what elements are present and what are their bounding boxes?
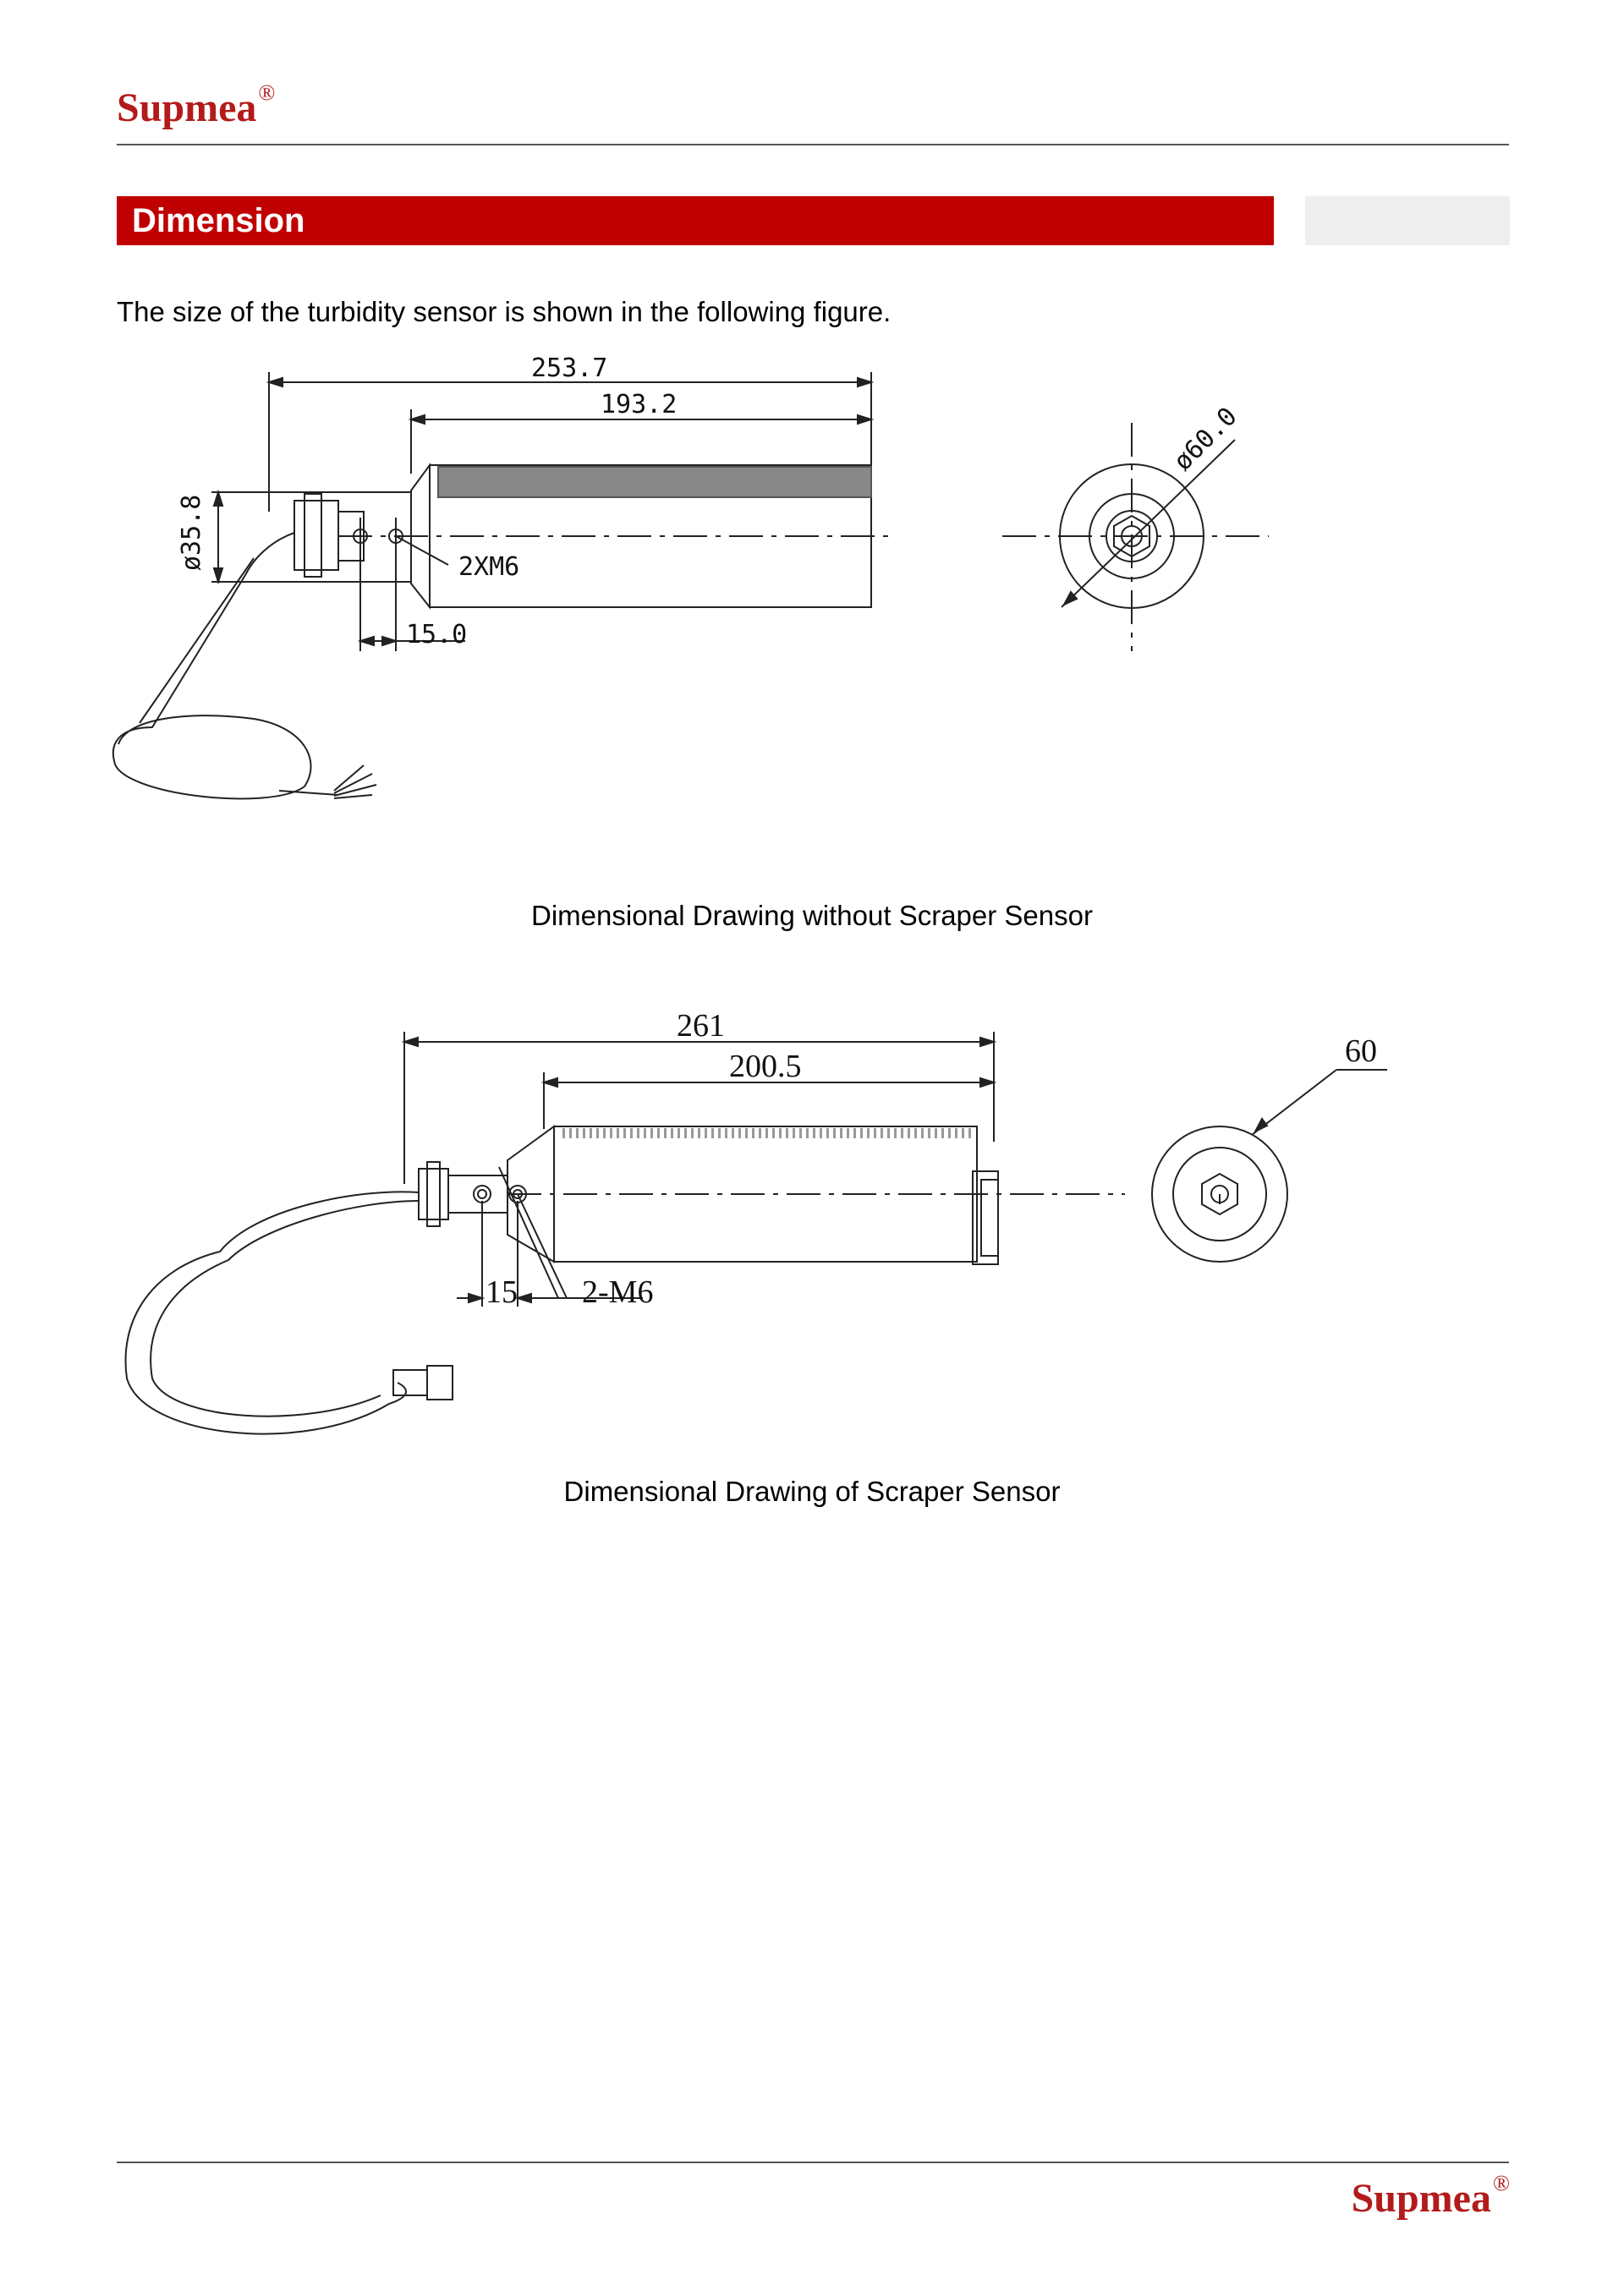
brand-logo-text: Supmea — [117, 85, 257, 130]
brand-logo-footer: Supmea® — [1351, 2170, 1510, 2222]
cable-2 — [124, 1191, 420, 1435]
figure-caption-with-scraper: Dimensional Drawing of Scraper Sensor — [563, 1476, 1061, 1507]
registered-mark-footer: ® — [1492, 2170, 1510, 2195]
dim-label-thread-2: 2-M6 — [582, 1274, 653, 1310]
section-header-tail — [1305, 196, 1510, 245]
dim-label-overall-2: 261 — [677, 1008, 725, 1044]
brand-logo-text-footer: Supmea — [1351, 2176, 1491, 2221]
header-rule — [117, 144, 1509, 145]
dim-label-body-2: 200.5 — [729, 1049, 802, 1084]
section-header-bar — [117, 196, 1274, 245]
dim-label-diameter-end-2: 60 — [1345, 1033, 1377, 1069]
dimension-drawing-without-scraper: 253.7 193.2 ø35.8 15.0 2XM6 ø60.0 — [112, 353, 1269, 800]
cable — [112, 532, 312, 800]
brand-logo-header: Supmea® — [117, 79, 275, 131]
registered-mark: ® — [258, 79, 276, 105]
dim-label-diameter-small: ø35.8 — [177, 495, 206, 571]
dimension-drawing-with-scraper: 261 200.5 15 2-M6 60 — [124, 1008, 1387, 1435]
figure-caption-without-scraper: Dimensional Drawing without Scraper Sens… — [531, 900, 1093, 931]
footer-rule — [117, 2162, 1509, 2163]
dim-label-offset-2: 15 — [486, 1274, 518, 1310]
section-title: Dimension — [132, 202, 305, 239]
sensor-hatch-band — [437, 466, 872, 498]
dim-label-overall: 253.7 — [531, 353, 607, 383]
dim-label-body: 193.2 — [601, 390, 677, 419]
intro-paragraph: The size of the turbidity sensor is show… — [117, 296, 892, 327]
dim-label-thread: 2XM6 — [458, 552, 519, 582]
dim-label-offset: 15.0 — [406, 620, 467, 649]
end-view-outer-2 — [1151, 1126, 1288, 1263]
